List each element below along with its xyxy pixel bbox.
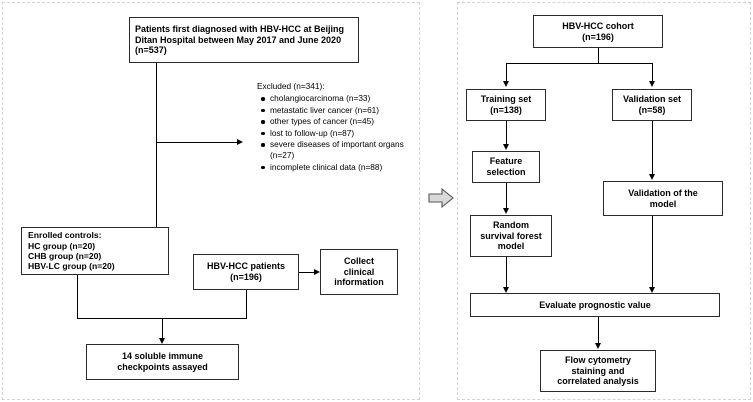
arrowhead-to-rsf [502, 208, 509, 214]
connector-patients-to-collect [299, 272, 314, 273]
evaluate-prognostic-value-box: Evaluate prognostic value [470, 293, 720, 317]
connector-feature-to-rsf [506, 183, 507, 210]
list-item: other types of cancer (n=45) [261, 116, 417, 127]
exclusion-heading: Excluded (n=341): [257, 81, 325, 91]
connector-validationmodel-to-evaluate [652, 216, 653, 289]
connector-to-exclusion [156, 142, 237, 143]
connector-cohort-split [506, 63, 652, 64]
connector-cohort-down [598, 48, 599, 63]
list-item: cholangiocarcinoma (n=33) [261, 93, 417, 104]
connector-merge-to-assay [162, 318, 163, 340]
connector-controls-down [77, 275, 78, 318]
list-item: severe diseases of important organs (n=2… [261, 139, 417, 161]
arrowhead-to-validation-model [648, 174, 655, 180]
hbv-hcc-patients-box: HBV-HCC patients (n=196) [193, 254, 299, 290]
exclusion-items: cholangiocarcinoma (n=33) metastatic liv… [257, 93, 417, 173]
arrowhead-rsf-to-evaluate [502, 287, 509, 293]
connector-to-training [506, 63, 507, 83]
soluble-checkpoints-assay-box: 14 soluble immune checkpoints assayed [86, 344, 239, 380]
connector-evaluate-to-flow [598, 317, 599, 345]
connector-source-to-patients [156, 63, 157, 250]
source-cohort-box: Patients first diagnosed with HBV-HCC at… [129, 17, 359, 63]
enrolled-controls-box: Enrolled controls: HC group (n=20) CHB g… [21, 227, 169, 275]
arrowhead-to-feature [502, 144, 509, 150]
list-item: lost to follow-up (n=87) [261, 128, 417, 139]
random-survival-forest-box: Random survival forest model [470, 215, 552, 257]
hbv-hcc-cohort-box: HBV-HCC cohort (n=196) [533, 15, 663, 48]
connector-to-validation [652, 63, 653, 83]
validation-of-model-box: Validation of the model [603, 181, 723, 216]
feature-selection-box: Feature selection [472, 151, 540, 183]
patient-enrollment-panel: Patients first diagnosed with HBV-HCC at… [2, 2, 420, 400]
exclusion-criteria-list: Excluded (n=341): cholangiocarcinoma (n=… [257, 81, 417, 173]
connector-training-to-feature [506, 121, 507, 146]
connector-rsf-to-evaluate [506, 257, 507, 289]
arrowhead-to-validation [648, 81, 655, 87]
list-item: incomplete clinical data (n=88) [261, 162, 417, 173]
list-item: metastatic liver cancer (n=61) [261, 105, 417, 116]
connector-validationset-to-model [652, 121, 653, 176]
arrowhead-to-flow [594, 343, 601, 349]
training-set-box: Training set (n=138) [466, 89, 546, 121]
collect-clinical-information-box: Collect clinical information [320, 249, 398, 295]
arrowhead-to-assay [158, 338, 165, 344]
flow-cytometry-box: Flow cytometry staining and correlated a… [540, 350, 656, 392]
arrowhead-to-training [502, 81, 509, 87]
arrowhead-to-exclusion [237, 138, 243, 145]
arrowhead-to-collect [314, 268, 320, 275]
analysis-workflow-panel: HBV-HCC cohort (n=196) Training set (n=1… [457, 2, 751, 400]
connector-patients-down [246, 290, 247, 318]
validation-set-box: Validation set (n=58) [612, 89, 692, 121]
arrowhead-validationmodel-to-evaluate [648, 287, 655, 293]
block-arrow-right-icon [428, 186, 454, 210]
